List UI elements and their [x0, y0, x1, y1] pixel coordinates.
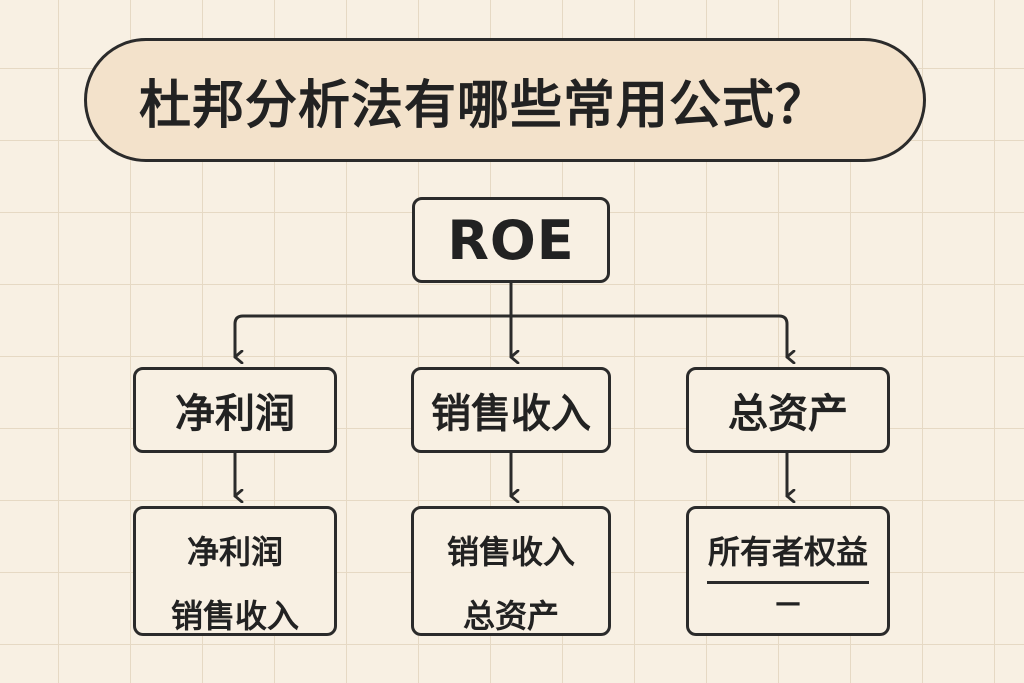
factor-node-sales-revenue: 销售收入 — [411, 367, 611, 453]
factor-label: 总资产 — [728, 391, 848, 437]
formula-denominator: 总资产 — [462, 597, 559, 635]
formula-denominator: — — [775, 588, 801, 618]
formula-node-equity: 所有者权益 — — [686, 506, 890, 636]
formula-numerator: 净利润 — [186, 533, 283, 571]
fraction-bar — [707, 581, 869, 584]
formula-numerator: 所有者权益 — [707, 533, 868, 571]
diagram-title: 杜邦分析法有哪些常用公式？ — [139, 75, 829, 136]
roe-label: ROE — [447, 208, 575, 272]
formula-node-asset-turnover: 销售收入 总资产 — [411, 506, 611, 636]
factor-node-total-assets: 总资产 — [686, 367, 890, 453]
formula-node-profit-margin: 净利润 销售收入 — [133, 506, 337, 636]
formula-denominator: 销售收入 — [170, 597, 299, 635]
roe-node: ROE — [412, 197, 610, 283]
branch-left — [233, 314, 513, 357]
factor-label: 净利润 — [175, 391, 295, 437]
factor-label: 销售收入 — [431, 391, 591, 437]
title-banner: 杜邦分析法有哪些常用公式？ — [84, 38, 926, 162]
factor-node-net-profit: 净利润 — [133, 367, 337, 453]
branch-right — [509, 314, 787, 357]
formula-numerator: 销售收入 — [446, 533, 575, 571]
